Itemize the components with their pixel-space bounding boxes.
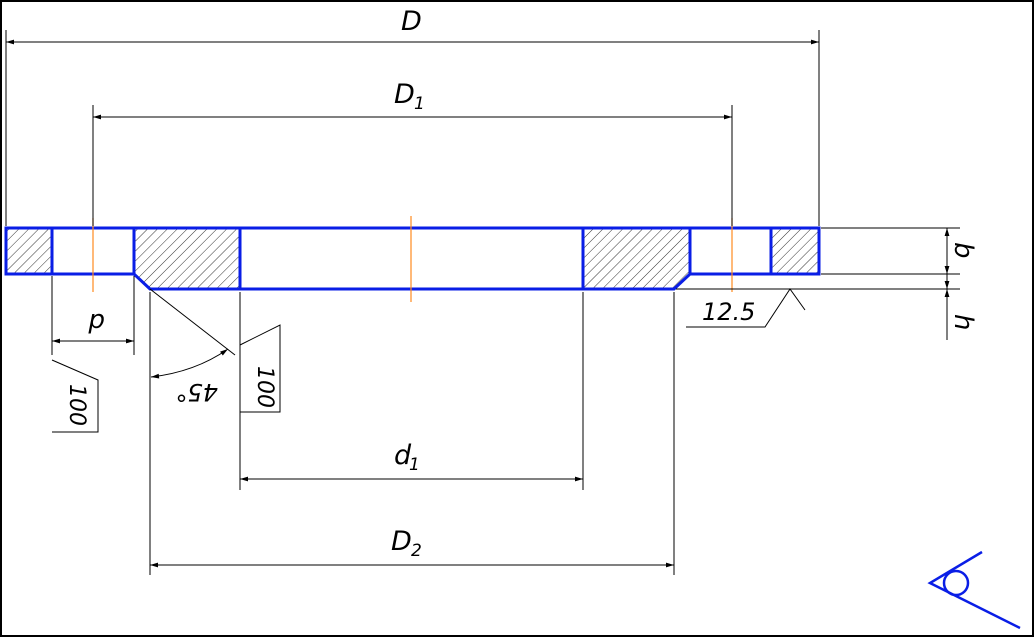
roughness-bore: 100 bbox=[252, 366, 277, 408]
center-lines bbox=[92, 216, 733, 302]
section-hatching bbox=[6, 228, 819, 289]
dim-D1: D bbox=[394, 79, 415, 110]
dim-d1-sub: 1 bbox=[409, 455, 420, 475]
dim-D2: D bbox=[391, 526, 412, 557]
dim-chamfer-angle: 45° bbox=[175, 378, 218, 406]
dim-d: d bbox=[88, 307, 105, 337]
roughness-face: 12.5 bbox=[702, 298, 755, 326]
flange-contour bbox=[4, 226, 821, 291]
dim-D1-sub: 1 bbox=[414, 94, 425, 114]
roughness-symbol-icon bbox=[927, 550, 1021, 630]
roughness-marks: 12.5 100 100 bbox=[51, 288, 806, 433]
dim-b: b bbox=[948, 242, 978, 259]
chamfer-angle bbox=[149, 288, 236, 379]
roughness-hole: 100 bbox=[64, 384, 89, 426]
dim-h: h bbox=[948, 314, 978, 330]
dimension-lines bbox=[6, 39, 950, 568]
dim-d1: d bbox=[394, 440, 412, 471]
extension-lines bbox=[5, 30, 960, 575]
dim-D: D bbox=[401, 6, 422, 37]
dimension-labels: D D 1 d 1 D 2 d b h 45° bbox=[88, 6, 978, 561]
dim-D2-sub: 2 bbox=[411, 541, 422, 561]
